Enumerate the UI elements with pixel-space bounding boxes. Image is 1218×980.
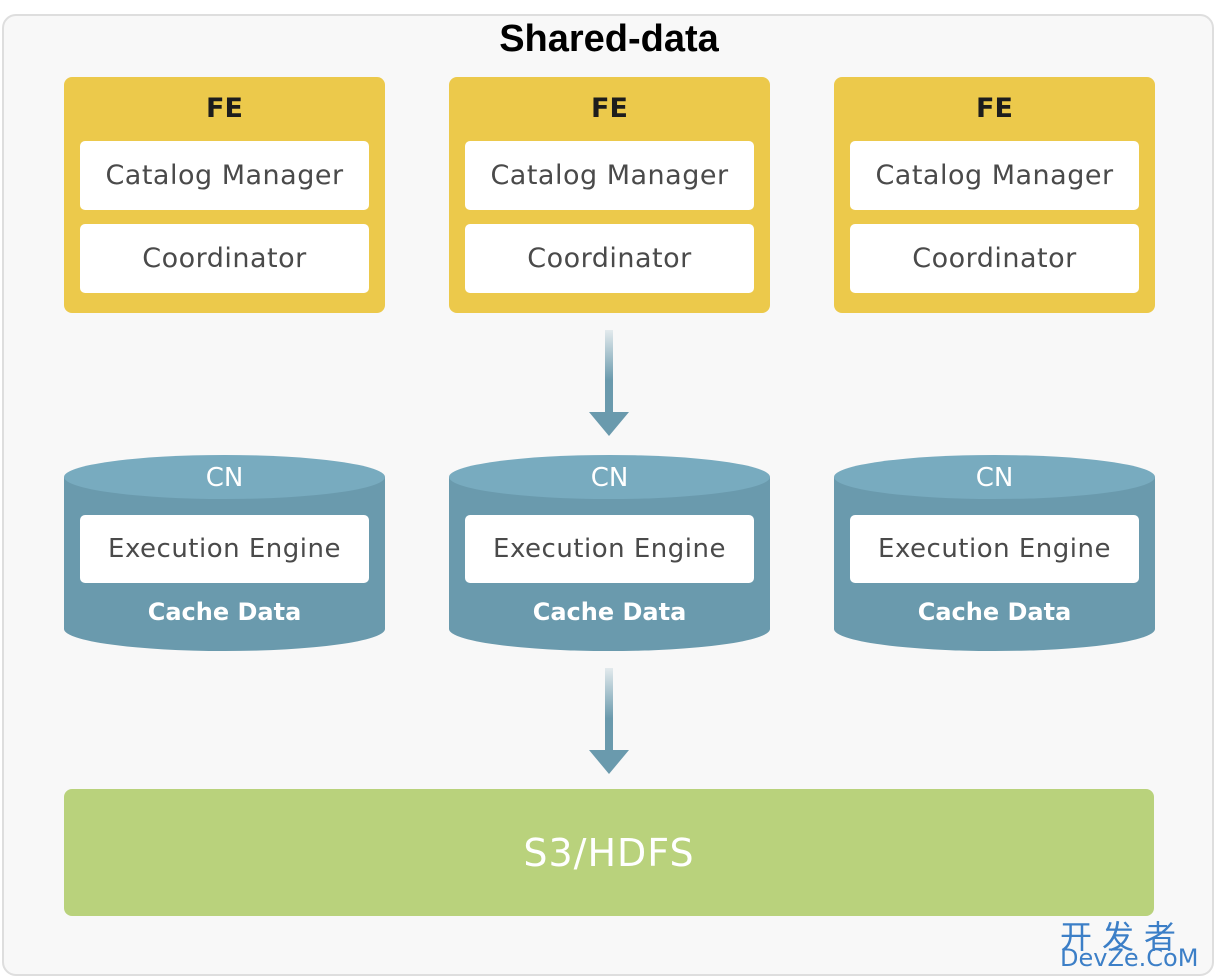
- cn-label: CN: [975, 463, 1014, 493]
- cn-label: CN: [590, 463, 629, 493]
- fe-label: FE: [976, 93, 1013, 124]
- cn-node-2: CN Execution Engine Cache Data: [449, 455, 770, 651]
- cn-label: CN: [205, 463, 244, 493]
- catalog-manager-box: Catalog Manager: [850, 141, 1139, 210]
- coordinator-box: Coordinator: [850, 224, 1139, 293]
- fe-node-1: FE Catalog Manager Coordinator: [64, 77, 385, 313]
- storage-layer: S3/HDFS: [64, 789, 1154, 916]
- diagram-title: Shared-data: [499, 18, 719, 60]
- coordinator-box: Coordinator: [80, 224, 369, 293]
- cache-data-label: Cache Data: [532, 598, 687, 626]
- fe-label: FE: [591, 93, 628, 124]
- execution-engine-box: Execution Engine: [80, 515, 369, 583]
- cn-node-1: CN Execution Engine Cache Data: [64, 455, 385, 651]
- fe-node-2: FE Catalog Manager Coordinator: [449, 77, 770, 313]
- catalog-manager-box: Catalog Manager: [80, 141, 369, 210]
- fe-node-3: FE Catalog Manager Coordinator: [834, 77, 1155, 313]
- cn-node-3: CN Execution Engine Cache Data: [834, 455, 1155, 651]
- catalog-manager-box: Catalog Manager: [465, 141, 754, 210]
- coordinator-box: Coordinator: [465, 224, 754, 293]
- cache-data-label: Cache Data: [147, 598, 302, 626]
- watermark-chinese: 开发者: [1060, 918, 1187, 956]
- arrow-down-icon: [589, 330, 629, 436]
- arrow-down-icon: [589, 668, 629, 774]
- fe-label: FE: [206, 93, 243, 124]
- cache-data-label: Cache Data: [917, 598, 1072, 626]
- watermark-text: DevZe.CoM: [1060, 944, 1199, 972]
- execution-engine-box: Execution Engine: [465, 515, 754, 583]
- execution-engine-box: Execution Engine: [850, 515, 1139, 583]
